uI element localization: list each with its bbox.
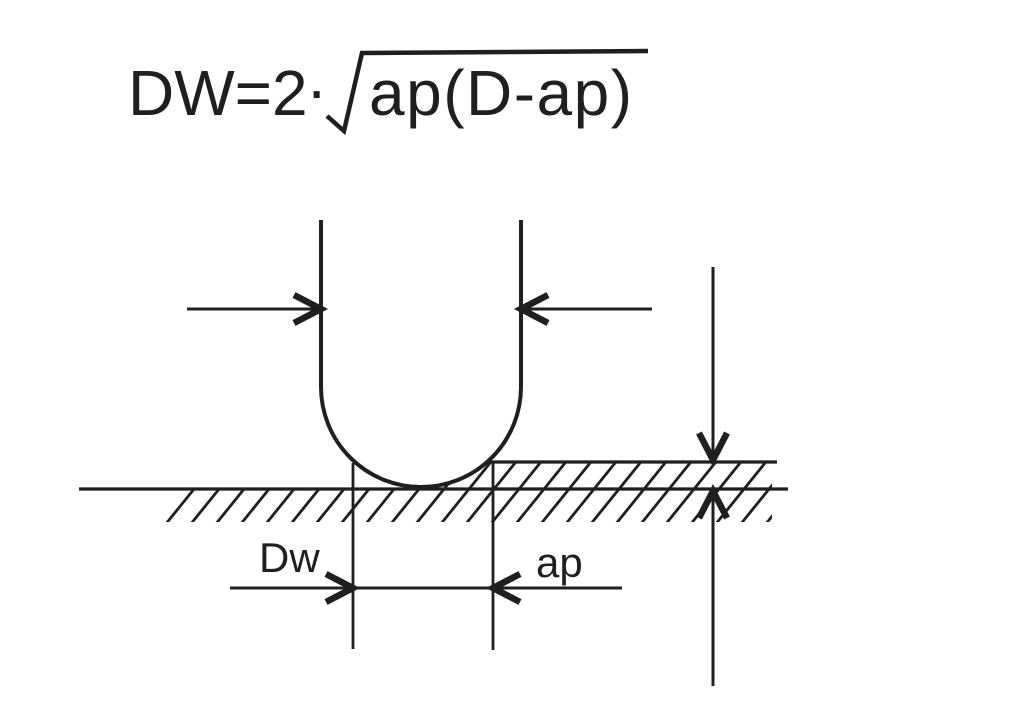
- hatch-line: [538, 462, 598, 522]
- hatch-line: [513, 462, 573, 522]
- formula-radicand: ap(D-ap): [369, 57, 634, 129]
- tool-diameter-pointer-right: [513, 292, 652, 326]
- hatch-line: [488, 462, 548, 522]
- hatch-line: [438, 462, 498, 522]
- arrowhead-left-icon: [485, 571, 522, 605]
- formula-lhs: DW=2: [128, 57, 308, 129]
- effective-width-dimension: [230, 462, 622, 650]
- arrowhead-up-icon: [696, 483, 730, 520]
- depth-dimension: [696, 267, 730, 686]
- radical-sign-icon: [325, 48, 649, 136]
- dimension-label-texts: Dw ap: [259, 534, 583, 586]
- diagram-linework: [79, 220, 788, 686]
- hatch-line: [638, 462, 698, 522]
- arrowhead-left-icon: [513, 292, 550, 326]
- section-hatching: [165, 462, 772, 522]
- label-effective-cutting-diameter: Dw: [259, 534, 320, 581]
- hatch-line: [738, 462, 772, 522]
- hatch-line: [663, 462, 723, 522]
- hatch-line: [563, 462, 623, 522]
- ball-nose-tool-outline: [319, 220, 523, 489]
- hatch-line: [613, 462, 673, 522]
- arrowhead-right-icon: [324, 571, 361, 605]
- label-cutting-depth: ap: [536, 539, 583, 586]
- formula-multiply-dot-icon: ·: [306, 54, 327, 126]
- formula: DW=2 · ap(D-ap): [128, 48, 649, 136]
- hatch-line: [588, 462, 648, 522]
- arrowhead-right-icon: [292, 292, 329, 326]
- arrowhead-down-icon: [696, 431, 730, 468]
- tool-diameter-pointer-left: [187, 292, 329, 326]
